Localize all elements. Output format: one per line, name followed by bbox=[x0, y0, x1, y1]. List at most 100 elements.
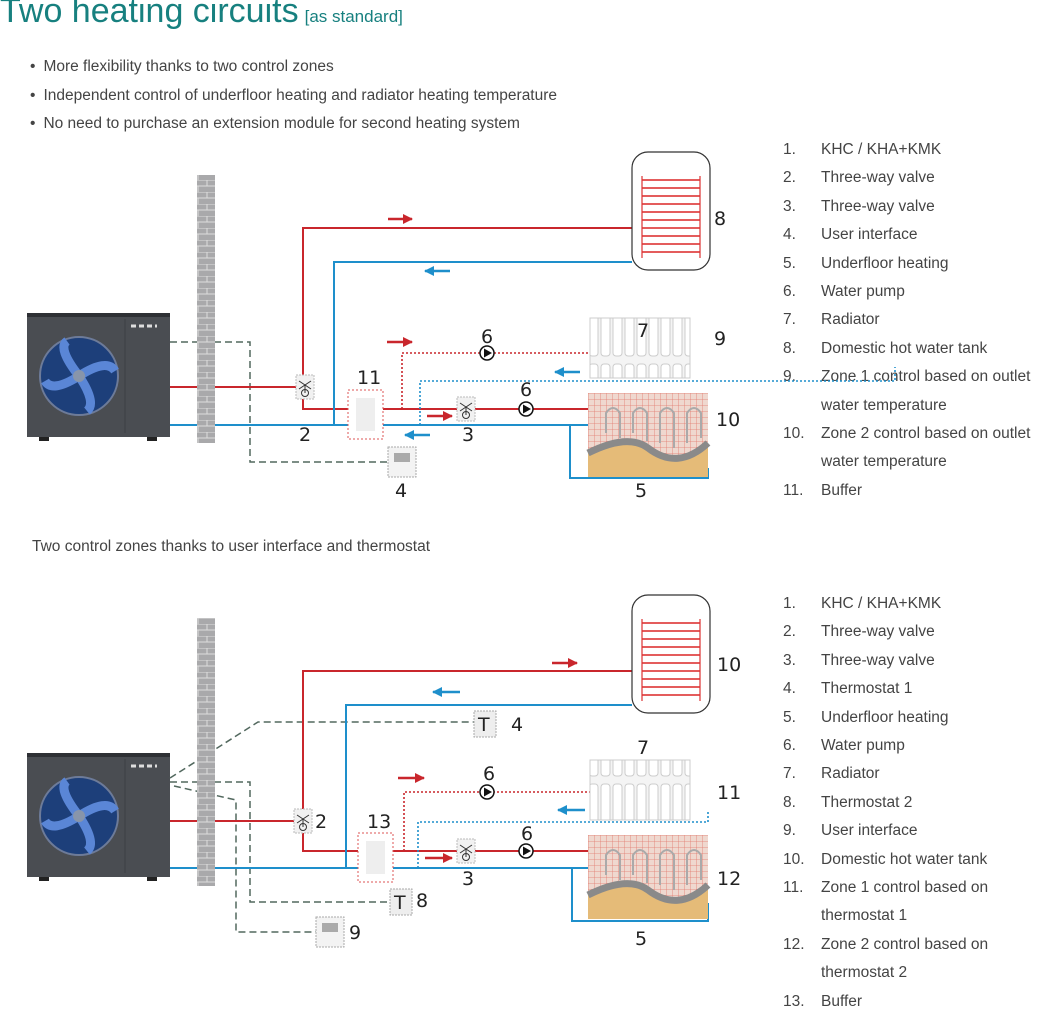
legend-item: 11. Buffer bbox=[783, 477, 1060, 505]
legend-text: Domestic hot water tank bbox=[821, 850, 988, 868]
page-title: Two heating circuits [as standard] bbox=[0, 0, 403, 31]
label-zone1: 11 bbox=[717, 782, 741, 804]
legend-number: 1. bbox=[783, 595, 796, 612]
legend-text: User interface bbox=[821, 226, 918, 244]
feature-item: No need to purchase an extension module … bbox=[30, 113, 557, 142]
diagram2-caption: Two control zones thanks to user interfa… bbox=[32, 538, 431, 555]
legend-number: 4. bbox=[783, 226, 796, 244]
radiator-supply-pipe bbox=[401, 352, 595, 409]
radiator bbox=[589, 759, 691, 821]
label-buffer: 11 bbox=[357, 367, 381, 389]
wall bbox=[197, 175, 215, 443]
three-way-valve-3 bbox=[456, 838, 476, 864]
label-radiator: 7 bbox=[637, 737, 649, 759]
three-way-valve-3 bbox=[456, 396, 476, 422]
legend-text: Water pump bbox=[821, 737, 905, 755]
three-way-valve-2 bbox=[293, 808, 313, 834]
buffer-inner bbox=[366, 841, 385, 874]
label-thermostat2: 8 bbox=[416, 890, 428, 912]
title-subtitle: [as standard] bbox=[304, 7, 403, 26]
legend-item: 10. Domestic hot water tank bbox=[783, 846, 1060, 874]
three-way-valve-2 bbox=[295, 374, 315, 400]
legend-text: Three-way valve bbox=[821, 169, 935, 187]
legend-text: Domestic hot water tank bbox=[821, 339, 988, 357]
legend-number: 7. bbox=[783, 765, 796, 783]
legend-text: Underfloor heating bbox=[821, 254, 949, 272]
feature-list: More flexibility thanks to two control z… bbox=[30, 56, 557, 142]
legend-number: 6. bbox=[783, 283, 796, 301]
label-ui: 4 bbox=[395, 480, 407, 502]
legend-text: Underfloor heating bbox=[821, 708, 949, 726]
user-interface-icon bbox=[315, 916, 345, 948]
legend-item: 1. KHC / KHA+KMK bbox=[783, 590, 1060, 618]
water-pump-icon bbox=[479, 345, 495, 361]
supply-pipe bbox=[170, 227, 632, 410]
label-valve3: 3 bbox=[462, 868, 474, 890]
legend-item: 5. Underfloor heating bbox=[783, 250, 1060, 278]
legend-item: 2.Three-way valve bbox=[783, 164, 1060, 192]
label-thermostat1: 4 bbox=[511, 714, 523, 736]
legend-text: Buffer bbox=[821, 481, 863, 499]
feature-item: Independent control of underfloor heatin… bbox=[30, 85, 557, 114]
legend-text: KHC / KHA+KMK bbox=[821, 141, 942, 158]
user-interface-icon bbox=[387, 446, 417, 478]
legend-item: 5. Underfloor heating bbox=[783, 704, 1060, 732]
underfloor-heating bbox=[588, 393, 708, 477]
hot-water-tank bbox=[631, 594, 711, 714]
label-buffer: 13 bbox=[367, 811, 391, 833]
underfloor-heating bbox=[588, 835, 708, 919]
legend-item: 9.User interface bbox=[783, 817, 1060, 845]
control-wire-ui bbox=[173, 785, 316, 933]
label-underfloor: 5 bbox=[635, 480, 647, 502]
radiator-return-pipe bbox=[417, 810, 709, 868]
legend-number: 1. bbox=[783, 141, 796, 158]
legend-text: Three-way valve bbox=[821, 197, 935, 215]
legend-number: 2. bbox=[783, 623, 796, 641]
legend-item: 12.Zone 2 control based on thermostat 2 bbox=[783, 931, 1060, 988]
legend-number: 8. bbox=[783, 793, 796, 811]
thermostat-symbol: T bbox=[393, 892, 406, 914]
legend-text: KHC / KHA+KMK bbox=[821, 595, 942, 612]
legend-item: 7.Radiator bbox=[783, 306, 1060, 334]
legend-item: 3. Three-way valve bbox=[783, 647, 1060, 675]
legend-item: 1. KHC / KHA+KMK bbox=[783, 136, 1060, 164]
legend-number: 5. bbox=[783, 254, 796, 272]
label-radiator: 7 bbox=[637, 320, 649, 342]
legend-text: Radiator bbox=[821, 311, 880, 329]
label-valve2: 2 bbox=[315, 811, 327, 833]
hot-water-tank bbox=[631, 151, 711, 271]
label-pump: 6 bbox=[520, 379, 532, 401]
label-pump: 6 bbox=[483, 763, 495, 785]
thermostat-1-icon bbox=[473, 710, 497, 738]
water-pump-icon bbox=[479, 784, 495, 800]
diagram1: 8 7 9 6 11 6 10 2 3 4 5 bbox=[27, 151, 896, 502]
water-pump-icon bbox=[518, 843, 534, 859]
label-zone1: 9 bbox=[714, 328, 726, 350]
label-tank: 8 bbox=[714, 208, 726, 230]
control-wire-thermostat1 bbox=[169, 721, 474, 779]
supply-pipe bbox=[170, 670, 632, 852]
label-ui: 9 bbox=[349, 922, 361, 944]
legend-item: 6. Water pump bbox=[783, 278, 1060, 306]
diagram2: T T 10 7 11 6 13 6 12 2 3 4 8 9 5 bbox=[27, 594, 741, 950]
legend-number: 3. bbox=[783, 651, 796, 669]
legend-item: 3.Three-way valve bbox=[783, 193, 1060, 221]
legend-text: Water pump bbox=[821, 283, 905, 301]
legend-item: 4. User interface bbox=[783, 221, 1060, 249]
title-text: Two heating circuits bbox=[0, 0, 299, 30]
legend-text: Zone 2 control based on thermostat 2 bbox=[821, 935, 989, 982]
legend-item: 8.Thermostat 2 bbox=[783, 789, 1060, 817]
heat-pump-unit bbox=[27, 313, 170, 441]
legend-number: 4. bbox=[783, 680, 796, 698]
legend-number: 11. bbox=[783, 481, 804, 499]
label-valve3: 3 bbox=[462, 424, 474, 446]
legend-number: 5. bbox=[783, 708, 796, 726]
legend-number: 6. bbox=[783, 737, 796, 755]
legend-number: 10. bbox=[783, 850, 805, 868]
feature-item: More flexibility thanks to two control z… bbox=[30, 56, 557, 85]
legend-text: Three-way valve bbox=[821, 651, 935, 669]
legend-text: Zone 1 control based on thermostat 1 bbox=[821, 879, 989, 925]
buffer-inner bbox=[356, 398, 375, 431]
